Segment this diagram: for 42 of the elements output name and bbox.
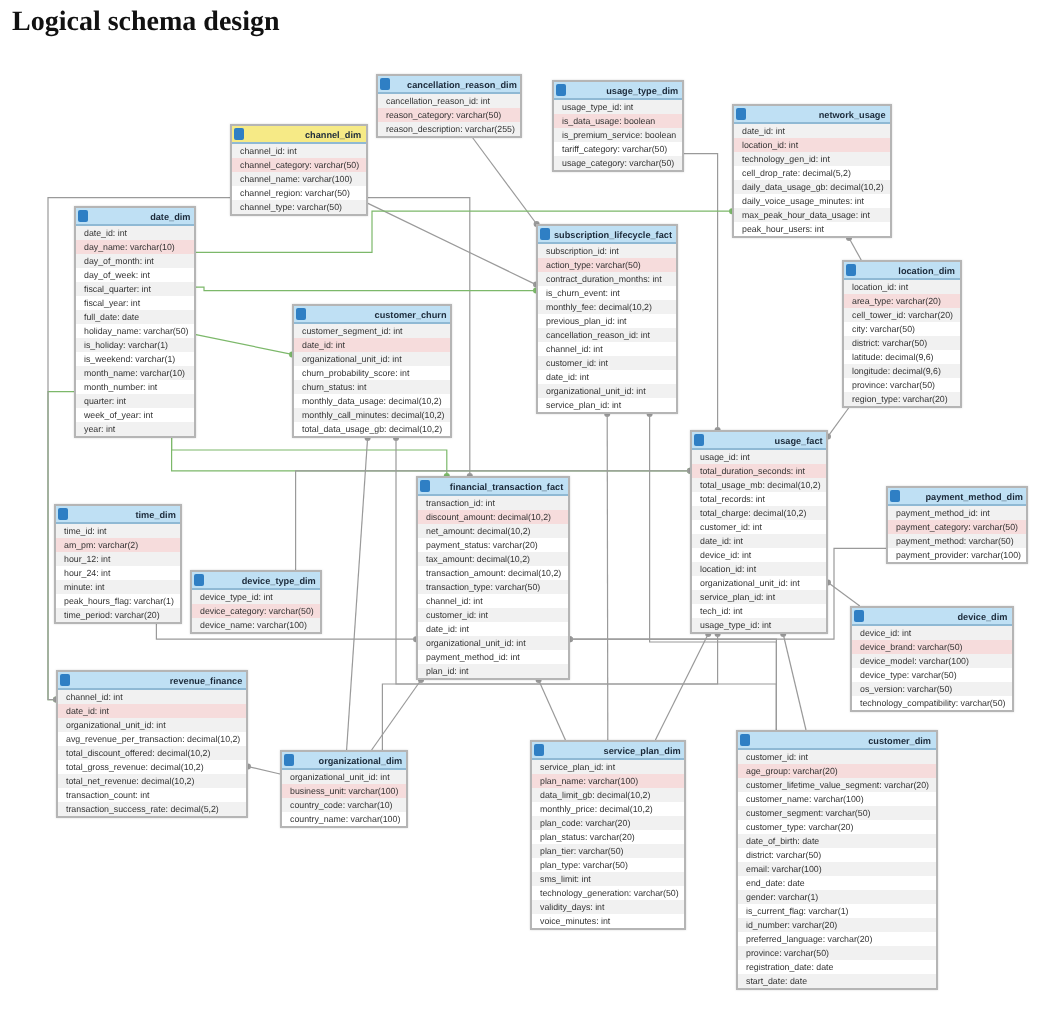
table-box — [230, 124, 368, 216]
relationship-line — [195, 334, 295, 358]
relationship-line — [381, 631, 721, 751]
relationship-line — [654, 631, 712, 741]
table-box — [850, 606, 1014, 712]
relationship-line — [245, 763, 281, 775]
table-box — [886, 486, 1029, 564]
table-box — [280, 750, 409, 828]
table-box — [736, 730, 938, 990]
relationship-line — [155, 623, 419, 643]
relationship-line — [195, 286, 539, 294]
table-box — [56, 670, 249, 818]
relationship-line — [393, 435, 777, 731]
table-box — [292, 304, 453, 438]
table-box — [530, 740, 687, 930]
relationship-line — [567, 547, 887, 643]
relationship-line — [371, 677, 424, 751]
relationship-line — [846, 235, 862, 261]
relationship-line — [535, 677, 566, 741]
relationship-line — [295, 467, 693, 571]
table-box — [416, 476, 570, 680]
table-box — [536, 224, 678, 414]
diagram-title: Logical schema design — [12, 8, 280, 40]
table-box — [732, 104, 892, 238]
table-box — [842, 260, 962, 408]
table-box — [690, 430, 829, 634]
relationship-line — [683, 153, 721, 433]
table-box — [54, 504, 182, 624]
relationship-line — [346, 435, 371, 751]
table-box — [552, 80, 685, 172]
table-box — [74, 206, 197, 438]
relationship-line — [604, 411, 611, 741]
relationship-line — [780, 631, 807, 731]
table-box — [190, 570, 322, 634]
relationship-line — [47, 197, 231, 703]
relationship-line — [472, 137, 540, 227]
relationship-line — [367, 197, 473, 479]
relationship-line — [367, 202, 539, 288]
table-box — [376, 74, 523, 138]
relationship-line — [825, 579, 861, 607]
relationship-line — [825, 407, 850, 440]
relationship-line — [195, 208, 735, 253]
